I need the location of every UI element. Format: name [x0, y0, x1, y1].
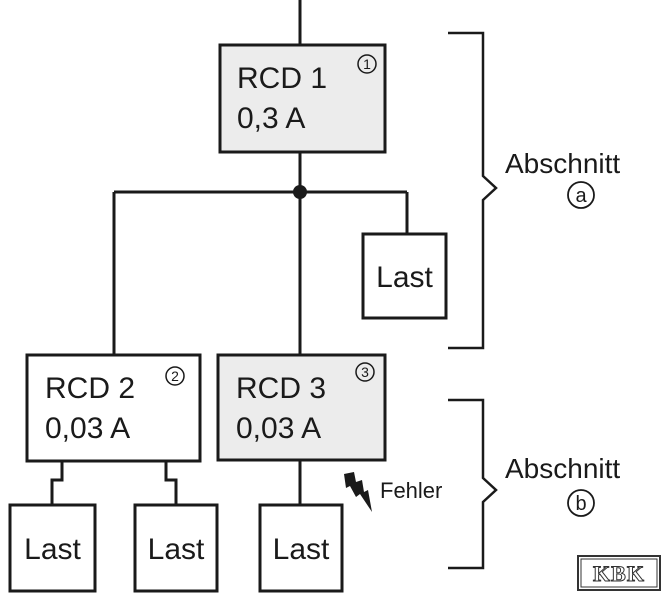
rcd1-marker-number: 1	[363, 56, 371, 72]
fault-label: Fehler	[380, 478, 442, 503]
rcd3-marker-circle	[355, 362, 375, 382]
section-b-marker-circle	[567, 489, 595, 517]
rcd2-right-load-wire	[164, 461, 178, 505]
rcd1-box: RCD 1 0,3 A 1	[218, 43, 387, 154]
wiring	[50, 0, 409, 505]
rcd2-box: RCD 2 0,03 A 2	[25, 353, 202, 463]
junction-node	[293, 185, 307, 199]
rcd2-marker-circle	[165, 366, 185, 386]
rcd2-right-load-frame	[133, 503, 219, 593]
rcd3-load-box: Last	[258, 503, 344, 593]
lightning-bolt-icon	[344, 472, 372, 512]
rcd3-marker-number: 3	[361, 364, 369, 380]
logo-text: KBK	[593, 561, 645, 586]
section-a-marker-letter: a	[575, 185, 587, 207]
rcd2-current: 0,03 A	[45, 412, 130, 445]
kbk-logo: KBK	[577, 555, 661, 591]
rcd2-left-load-frame	[8, 503, 97, 593]
rcd1-current: 0,3 A	[237, 102, 305, 135]
rcd2-marker-number: 2	[171, 368, 179, 384]
rcd2-left-load-label: Last	[24, 533, 81, 566]
section-a-label: Abschnitt	[505, 148, 620, 179]
rcd1-marker-circle	[357, 54, 377, 74]
upper-load-box: Last	[361, 232, 448, 320]
section-b-marker-letter: b	[575, 493, 586, 515]
rcd2-right-load-box: Last	[133, 503, 219, 593]
rcd3-frame	[216, 353, 387, 462]
rcd3-load-frame	[258, 503, 344, 593]
section-b-bracket	[448, 398, 498, 570]
section-b-label: Abschnitt	[505, 453, 620, 484]
rcd1-name: RCD 1	[237, 62, 327, 95]
section-a-marker-circle	[567, 181, 595, 209]
rcd3-box: RCD 3 0,03 A 3	[216, 353, 387, 462]
upper-load-label: Last	[376, 261, 433, 294]
rcd3-load-label: Last	[273, 533, 330, 566]
rcd3-current: 0,03 A	[236, 412, 321, 445]
rcd2-name: RCD 2	[45, 372, 135, 405]
rcd2-left-load-box: Last	[8, 503, 97, 593]
rcd3-name: RCD 3	[236, 372, 326, 405]
rcd2-frame	[25, 353, 202, 463]
rcd2-right-load-label: Last	[148, 533, 205, 566]
upper-load-frame	[361, 232, 448, 320]
rcd2-left-load-wire	[50, 461, 64, 505]
fault-indicator: Fehler	[344, 472, 442, 512]
section-a-bracket	[448, 31, 498, 350]
